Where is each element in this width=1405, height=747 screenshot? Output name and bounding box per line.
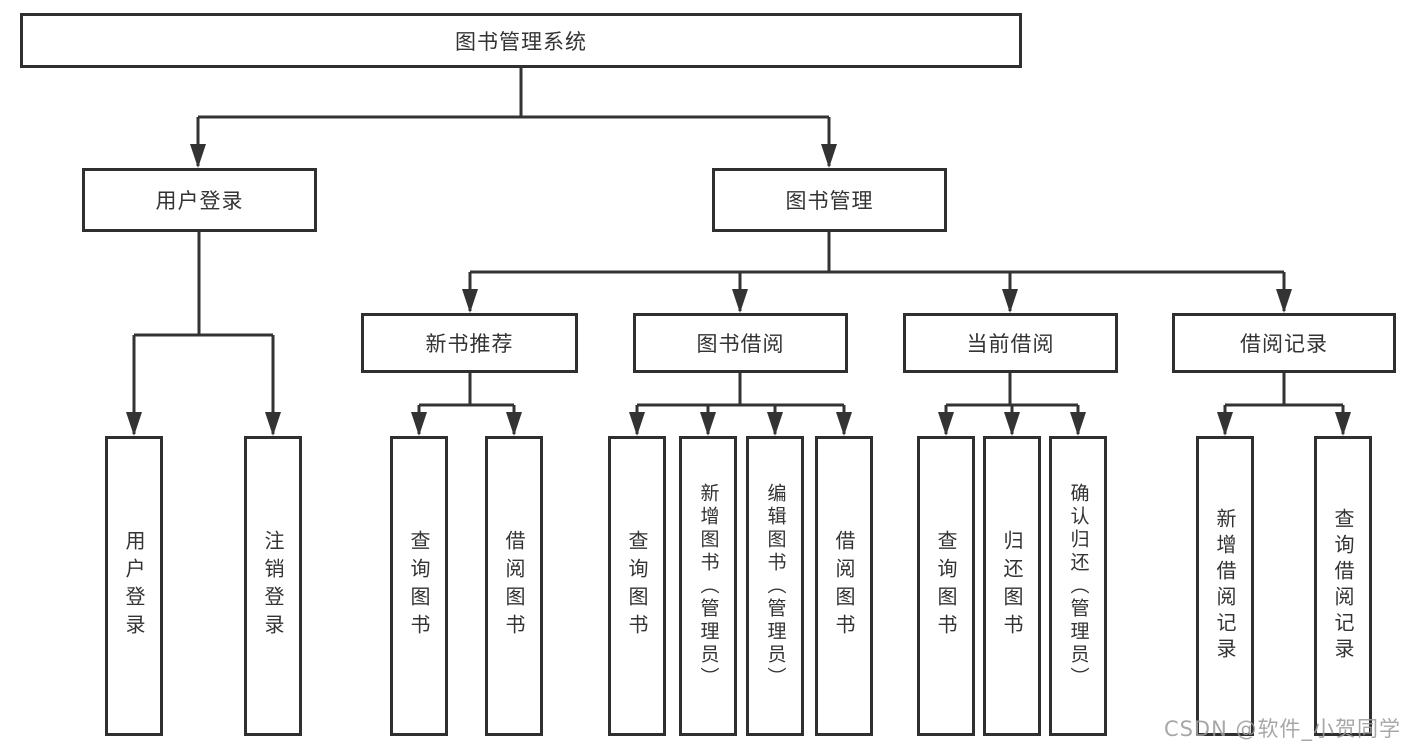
node-new-book-rec: 新书推荐 (361, 313, 578, 373)
node-leaf-bb-borrow-books-label: 借阅图书 (832, 530, 856, 642)
node-leaf-br-add-record: 新增借阅记录 (1196, 436, 1254, 736)
node-borrow-records: 借阅记录 (1172, 313, 1396, 373)
node-leaf-bb-edit-books-admin-label: 编辑图书（管理员） (764, 482, 787, 690)
connector-borrow-records-branch (1223, 371, 1345, 434)
arrowheads (126, 144, 1351, 436)
node-leaf-cb-return-books: 归还图书 (983, 436, 1041, 736)
node-current-borrow-label: 当前借阅 (966, 332, 1055, 356)
node-leaf-bb-add-books-admin-label: 新增图书（管理员） (697, 482, 720, 690)
node-book-mgmt: 图书管理 (712, 168, 947, 232)
node-leaf-nbr-query-books-label: 查询图书 (407, 530, 431, 642)
csdn-watermark: CSDN @软件_小贺同学 (1163, 717, 1401, 741)
node-leaf-bb-edit-books-admin: 编辑图书（管理员） (746, 436, 804, 736)
node-leaf-user-login: 用户登录 (105, 436, 163, 736)
node-leaf-bb-add-books-admin: 新增图书（管理员） (679, 436, 737, 736)
node-leaf-cb-confirm-return-admin-label: 确认归还（管理员） (1067, 482, 1090, 690)
node-leaf-cb-return-books-label: 归还图书 (1000, 530, 1024, 642)
node-leaf-cb-query-books-label: 查询图书 (934, 530, 958, 642)
node-borrow-records-label: 借阅记录 (1240, 332, 1328, 356)
node-leaf-bb-borrow-books: 借阅图书 (815, 436, 873, 736)
connector-book-borrow-branch (635, 371, 846, 434)
node-book-borrow: 图书借阅 (633, 313, 848, 373)
node-current-borrow: 当前借阅 (903, 313, 1118, 373)
node-leaf-nbr-borrow-books-label: 借阅图书 (502, 530, 526, 642)
node-leaf-cb-query-books: 查询图书 (917, 436, 975, 736)
node-leaf-user-login-label: 用户登录 (122, 530, 146, 642)
node-leaf-bb-query-books-label: 查询图书 (625, 530, 649, 642)
node-leaf-nbr-borrow-books: 借阅图书 (485, 436, 543, 736)
connector-book-mgmt-branch (468, 230, 1286, 311)
connector-new-book-rec-branch (417, 371, 516, 434)
node-leaf-br-query-record: 查询借阅记录 (1314, 436, 1372, 736)
connector-root-to-level2 (196, 66, 831, 166)
connector-user-login-branch (132, 230, 275, 434)
node-leaf-bb-query-books: 查询图书 (608, 436, 666, 736)
node-leaf-cb-confirm-return-admin: 确认归还（管理员） (1049, 436, 1107, 736)
node-leaf-nbr-query-books: 查询图书 (390, 436, 448, 736)
node-book-mgmt-label: 图书管理 (785, 189, 874, 213)
node-leaf-logout: 注销登录 (244, 436, 302, 736)
node-leaf-br-add-record-label: 新增借阅记录 (1213, 508, 1237, 664)
node-leaf-br-query-record-label: 查询借阅记录 (1331, 508, 1355, 664)
node-root: 图书管理系统 (20, 13, 1022, 68)
node-book-borrow-label: 图书借阅 (696, 332, 785, 356)
node-new-book-rec-label: 新书推荐 (425, 332, 514, 356)
node-user-login: 用户登录 (82, 168, 317, 232)
node-user-login-label: 用户登录 (155, 189, 244, 213)
node-leaf-logout-label: 注销登录 (261, 530, 285, 642)
node-root-label: 图书管理系统 (455, 29, 587, 54)
